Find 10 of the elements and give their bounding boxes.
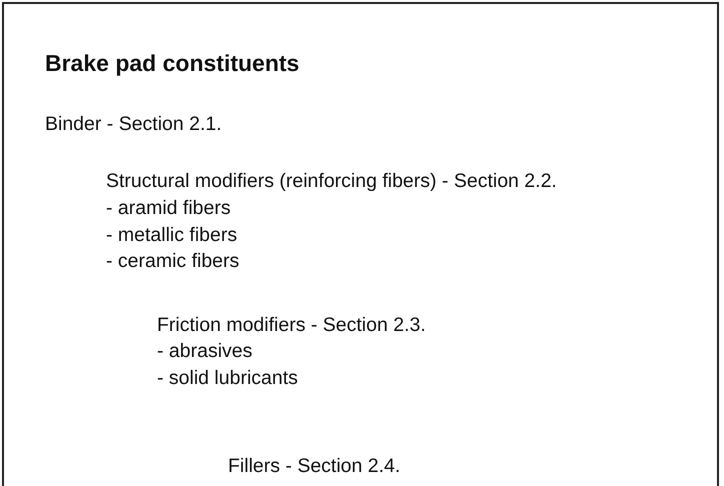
list-text: - aramid fibers bbox=[106, 196, 231, 220]
list-text: - solid lubricants bbox=[157, 366, 298, 390]
list-text: Friction modifiers - Section 2.3. bbox=[157, 313, 426, 337]
list-text: - ceramic fibers bbox=[106, 249, 240, 273]
list-text: Binder - Section 2.1. bbox=[45, 112, 222, 136]
list-text: - abrasives bbox=[157, 339, 252, 363]
list-text: Fillers - Section 2.4. bbox=[228, 454, 400, 478]
panel-title: Brake pad constituents bbox=[45, 51, 300, 75]
list-text: - metallic fibers bbox=[106, 223, 238, 247]
list-text: Structural modifiers (reinforcing fibers) - Section 2.2. bbox=[106, 169, 557, 193]
